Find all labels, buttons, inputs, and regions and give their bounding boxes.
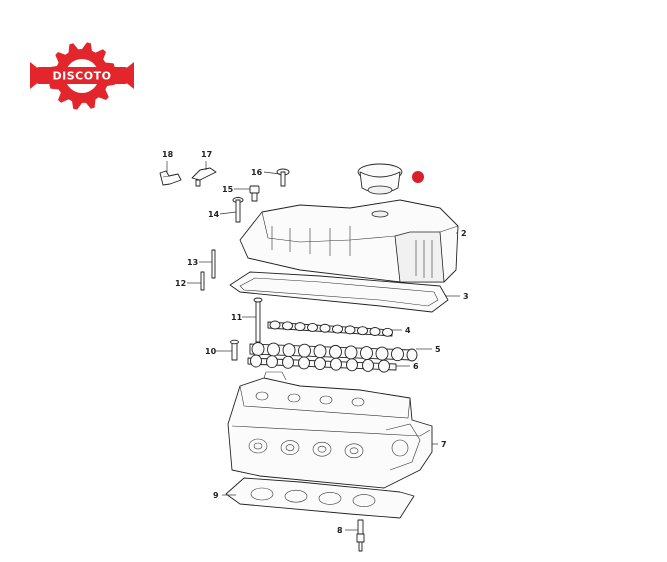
- part-9-head-gasket: [225, 477, 415, 519]
- callout-14: 14: [208, 210, 220, 219]
- part-17-clip: [191, 167, 217, 187]
- wrench-left-end: [30, 62, 40, 89]
- part-10-pin: [230, 339, 239, 361]
- callout-5: 5: [435, 345, 441, 354]
- callout-labels: 18 17 16 15 14 13 12 11 10 9 8 2 3 4 5 6…: [162, 150, 469, 535]
- part-7-cylinder-head: [227, 371, 433, 489]
- part-4-camshaft: [267, 320, 393, 337]
- callout-16: 16: [251, 168, 263, 177]
- part-2-valve-cover: [239, 199, 459, 283]
- part-12-stud: [200, 271, 205, 291]
- part-8-plug: [356, 519, 365, 552]
- callout-9: 9: [213, 491, 219, 500]
- part-15-sensor: [249, 185, 260, 202]
- wrench-right-end: [124, 62, 134, 89]
- callout-6: 6: [413, 362, 419, 371]
- logo-text: DISCOTO: [53, 70, 112, 83]
- callout-13: 13: [187, 258, 198, 267]
- part-5-camshaft: [249, 342, 418, 362]
- callout-3: 3: [463, 292, 469, 301]
- callout-15: 15: [222, 185, 234, 194]
- part-16-bolt: [276, 168, 290, 187]
- part-13-stud: [211, 249, 216, 279]
- logo-banner: [36, 67, 128, 84]
- callout-7: 7: [441, 440, 447, 449]
- part-3-gasket: [229, 271, 449, 313]
- callout-2: 2: [461, 229, 467, 238]
- part-18-bracket: [159, 170, 182, 186]
- oil-filler-cap: [357, 163, 403, 195]
- callout-10: 10: [205, 347, 217, 356]
- part-6-camshaft: [247, 354, 397, 373]
- callout-8: 8: [337, 526, 343, 535]
- leader-lines: [166, 161, 460, 531]
- discoto-logo: DISCOTO: [30, 42, 134, 110]
- part-14-bolt: [232, 197, 244, 223]
- callout-4: 4: [405, 326, 411, 335]
- callout-11: 11: [231, 313, 243, 322]
- part-11-bolt: [253, 297, 263, 343]
- callout-18: 18: [162, 150, 174, 159]
- callout-17: 17: [201, 150, 212, 159]
- marker-dot: [412, 171, 424, 183]
- callout-12: 12: [175, 279, 186, 288]
